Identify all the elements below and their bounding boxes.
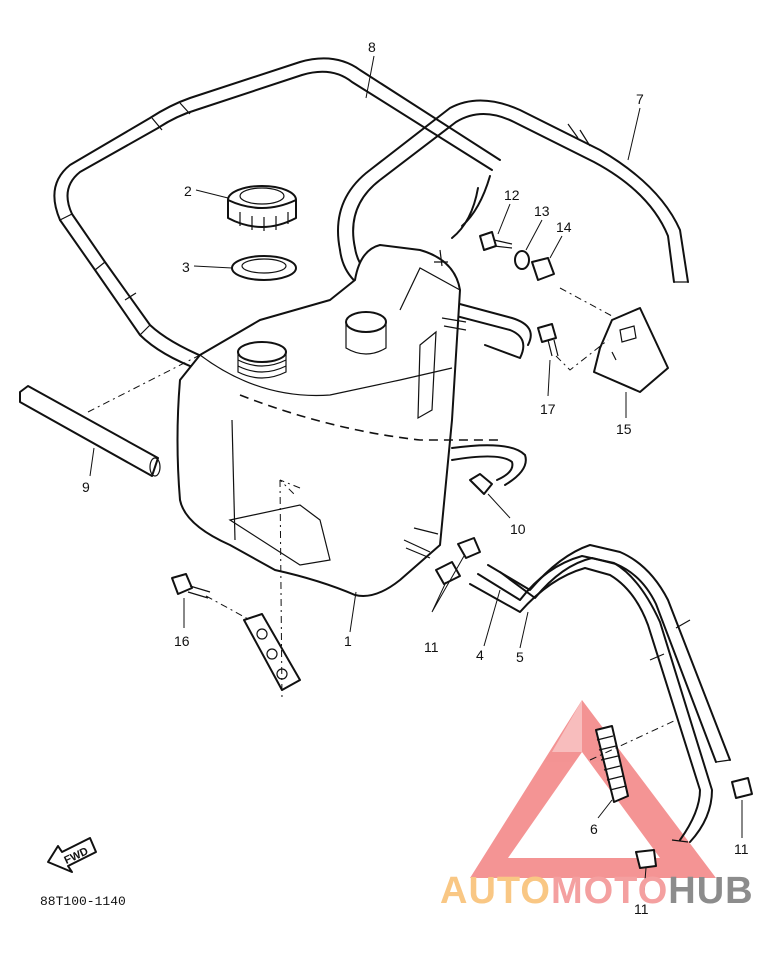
part-number-5: 5 <box>516 649 524 665</box>
part-number-3: 3 <box>182 259 190 275</box>
part-number-7: 7 <box>636 91 644 107</box>
hose-clip-10 <box>469 473 493 495</box>
drawing-code: 88T100-1140 <box>40 894 126 909</box>
part-number-9: 9 <box>82 479 90 495</box>
bolt-17 <box>537 323 559 357</box>
washer-13 <box>514 250 530 270</box>
cap-gasket-3 <box>231 255 297 281</box>
part-number-11-b: 11 <box>734 841 749 857</box>
bolt-12 <box>479 231 513 251</box>
watermark-auto: AUTO <box>440 870 551 912</box>
forward-arrow: FWD <box>47 837 97 873</box>
mount-plate <box>243 613 301 691</box>
part-number-14: 14 <box>556 219 572 235</box>
part-number-11-c: 11 <box>634 901 649 917</box>
part-number-17: 17 <box>540 401 556 417</box>
svg-text:AUTOMOTOHUB: AUTOMOTOHUB <box>440 870 754 912</box>
corrugated-hose-6 <box>595 725 629 803</box>
part-number-2: 2 <box>184 183 192 199</box>
bracket-15 <box>593 307 669 393</box>
part-number-11-a: 11 <box>424 639 439 655</box>
straight-hose-9 <box>19 385 161 477</box>
assembly-lines <box>87 287 677 761</box>
watermark-hub: HUB <box>668 870 753 912</box>
part-number-1: 1 <box>344 633 352 649</box>
hose-clips-11 <box>435 537 753 869</box>
part-number-10: 10 <box>510 521 526 537</box>
watermark-triangle-logo <box>470 700 716 878</box>
drain-hose-5 <box>469 555 713 843</box>
watermark-text: AUTOMOTOHUB <box>440 870 754 912</box>
bolt-16 <box>171 573 211 599</box>
part-number-6: 6 <box>590 821 598 837</box>
part-number-15: 15 <box>616 421 632 437</box>
part-number-13: 13 <box>534 203 550 219</box>
part-number-16: 16 <box>174 633 190 649</box>
fuel-tank-1 <box>176 244 527 597</box>
part-number-4: 4 <box>476 647 484 663</box>
tank-cap-2 <box>227 185 297 231</box>
part-numbers: 1 2 3 4 5 6 7 8 9 10 11 11 11 12 13 14 1… <box>82 39 749 917</box>
collar-14 <box>531 257 555 281</box>
leader-lines <box>89 55 743 893</box>
part-number-12: 12 <box>504 187 520 203</box>
watermark-moto: MOTO <box>551 870 668 912</box>
part-number-8: 8 <box>368 39 376 55</box>
